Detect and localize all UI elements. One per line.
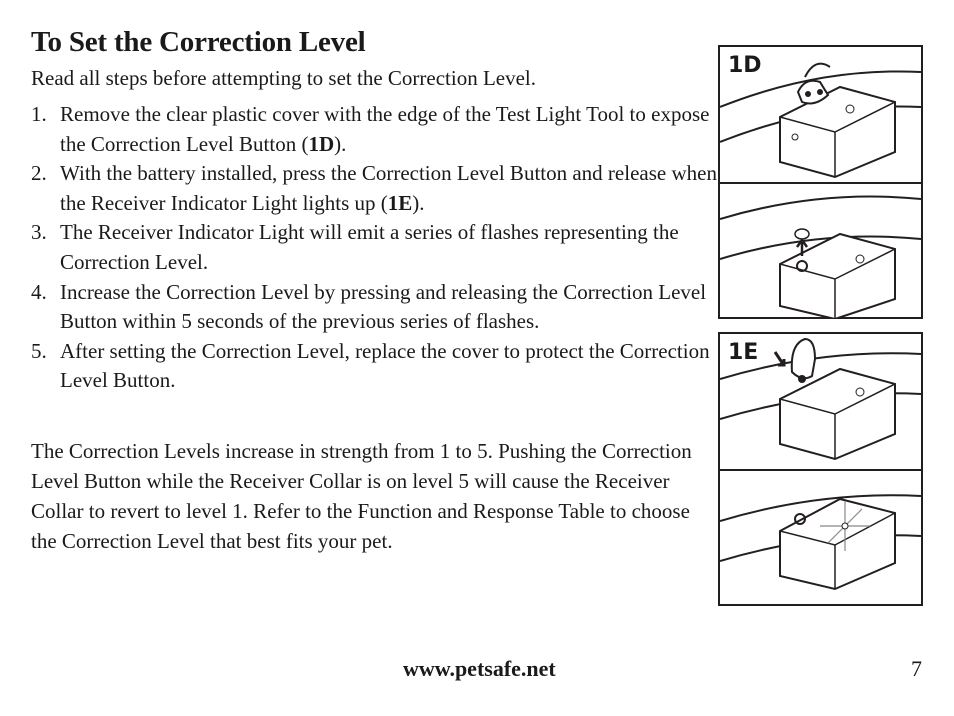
closing-paragraph: The Correction Levels increase in streng… [31, 439, 692, 553]
step-text-end: ). [412, 190, 425, 215]
figure-ref: 1E [387, 190, 413, 215]
page-number: 7 [911, 656, 922, 681]
step-number: 4. [31, 279, 47, 304]
figure-1d: 1D [718, 45, 923, 319]
step-text: The Receiver Indicator Light will emit a… [60, 220, 679, 274]
receiver-cover-removal-illustration [720, 62, 921, 179]
press-button-illustration [720, 337, 921, 461]
step-number: 1. [31, 102, 47, 126]
figure-label: 1E [726, 340, 761, 365]
intro-text: Read all steps before attempting to set … [31, 66, 537, 90]
step-number: 5. [31, 338, 47, 363]
steps-list: 1. Remove the clear plastic cover with th… [31, 100, 721, 396]
step-text: Increase the Correction Level by pressin… [60, 279, 707, 334]
figure-ref: 1D [308, 131, 335, 156]
step-item: 5. After setting the Correction Level, re… [31, 337, 721, 396]
figure-divider [720, 469, 921, 471]
receiver-button-exposed-illustration [720, 195, 921, 319]
figure-1e: 1E [718, 332, 923, 606]
step-text: Remove the clear plastic cover with the … [60, 102, 710, 156]
step-item: 1. Remove the clear plastic cover with th… [31, 100, 721, 159]
indicator-light-flash-illustration [720, 494, 921, 591]
figure-label: 1D [726, 53, 764, 78]
page-title: To Set the Correction Level [31, 26, 366, 58]
step-number: 3. [31, 220, 47, 245]
footer-url[interactable]: www.petsafe.net [403, 656, 556, 681]
step-item: 4. Increase the Correction Level by press… [31, 278, 721, 337]
step-text: After setting the Correction Level, repl… [60, 338, 710, 393]
step-item: 2. With the battery installed, press the … [31, 159, 721, 218]
step-item: 3. The Receiver Indicator Light will emit… [31, 218, 721, 277]
step-number: 2. [31, 161, 47, 186]
figure-divider [720, 182, 921, 184]
flash-rays [820, 501, 870, 551]
step-text-end: ). [334, 131, 347, 156]
step-text: With the battery installed, press the Co… [60, 161, 717, 215]
